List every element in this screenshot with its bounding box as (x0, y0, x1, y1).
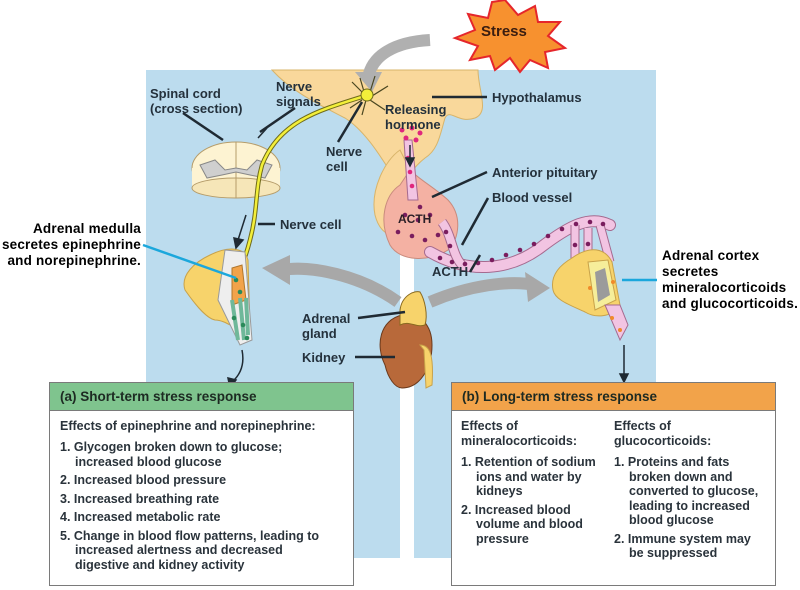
short-term-effect: 4. Increased metabolic rate (60, 510, 221, 524)
nerve-cell-label: Nerve cell (326, 144, 362, 174)
nerve-cell-soma (360, 88, 374, 102)
long-term-response-box: (b) Long-term stress response Effects of… (451, 382, 776, 586)
adrenal-medulla-label-line: secretes epinephrine (1, 237, 141, 252)
nerve-cell-lower-label: Nerve cell (280, 217, 342, 232)
arrow-long-term-head (525, 272, 550, 302)
mineralocorticoids-column: Effects of mineralocorticoids: 1. Retent… (461, 419, 614, 561)
glucocorticoids-subtitle: Effects of glucocorticoids: (614, 419, 712, 448)
glucocorticoids-column: Effects of glucocorticoids: 1. Proteins … (614, 419, 767, 561)
nerve-cell-body (349, 75, 389, 116)
adrenal-gland-label: Adrenal gland (302, 311, 350, 341)
short-term-effect: 5. Change in blood flow patterns, leadin… (60, 528, 320, 572)
hypothalamus-shape (270, 69, 484, 186)
adrenal-medulla-label-line: and norepinephrine. (7, 253, 141, 268)
blood-vessel-label: Blood vessel (492, 190, 573, 205)
long-term-header: (b) Long-term stress response (452, 383, 775, 411)
kidney-label: Kidney (302, 350, 346, 365)
adrenal-cortex-illustration (551, 249, 629, 342)
panel-divider (400, 240, 414, 558)
releasing-hormone-label-line: hormone (385, 117, 441, 132)
releasing-hormone-label: Releasing hormone (385, 102, 446, 132)
short-term-subtitle: Effects of epinephrine and norepinephrin… (60, 419, 316, 433)
adrenal-cortex-label-line: mineralocorticoids (662, 280, 787, 295)
mineralocorticoids-subtitle: Effects of mineralocorticoids: (461, 419, 577, 448)
nerve-cell-label-line: cell (326, 159, 348, 174)
arrow-short-term-head (262, 255, 290, 285)
nerve-signals-label-line: signals (276, 94, 321, 109)
stress-arrow (362, 34, 431, 80)
nerve-cell-label-line: Nerve (326, 144, 363, 159)
releasing-hormone-label-line: Releasing (385, 102, 447, 117)
spinal-cord-label-line: Spinal cord (150, 86, 221, 101)
spinal-cord-label: Spinal cord (cross section) (150, 86, 242, 116)
adrenal-medulla-label: Adrenal medulla secretes epinephrine and… (0, 221, 141, 269)
short-term-response-box: (a) Short-term stress response Effects o… (49, 382, 354, 586)
acth-pituitary-label: ACTH (398, 212, 432, 226)
adrenal-cortex-label-line: Adrenal cortex (662, 248, 760, 263)
stress-burst (452, 0, 568, 74)
acth-vessel-label: ACTH (432, 264, 469, 279)
anterior-pituitary-label: Anterior pituitary (492, 165, 598, 180)
short-term-header: (a) Short-term stress response (50, 383, 353, 411)
adrenal-gland-label-line: gland (302, 326, 337, 341)
nerve-signals-label: Nerve signals (276, 79, 321, 109)
spinal-cord-label-line: (cross section) (150, 101, 243, 116)
adrenal-cortex-label-line: secretes (662, 264, 719, 279)
adrenal-cortex-label: Adrenal cortex secretes mineralocorticoi… (662, 248, 798, 312)
leader-lines (182, 95, 490, 359)
kidney-and-adrenal (379, 291, 433, 389)
acth-dots (395, 204, 606, 267)
short-term-effect: 1. Glycogen broken down to glucose;incre… (60, 440, 283, 469)
arrow-to-short-term (280, 262, 402, 307)
adrenal-gland-label-line: Adrenal (302, 311, 351, 326)
short-term-effects-list: 1. Glycogen broken down to glucose;incre… (60, 440, 343, 572)
adrenal-medulla-label-line: Adrenal medulla (32, 221, 141, 236)
medulla-callout (142, 243, 237, 280)
blood-vessel-branch-inner (438, 219, 466, 268)
hypothalamus-label: Hypothalamus (492, 90, 582, 105)
stress-label: Stress (481, 23, 527, 40)
nerve-signals-label-line: Nerve (276, 79, 313, 94)
short-term-effect: 3. Increased breathing rate (60, 491, 220, 506)
short-term-effect: 2. Increased blood pressure (60, 473, 227, 487)
adrenal-cortex-label-line: and glucocorticoids. (662, 296, 799, 311)
